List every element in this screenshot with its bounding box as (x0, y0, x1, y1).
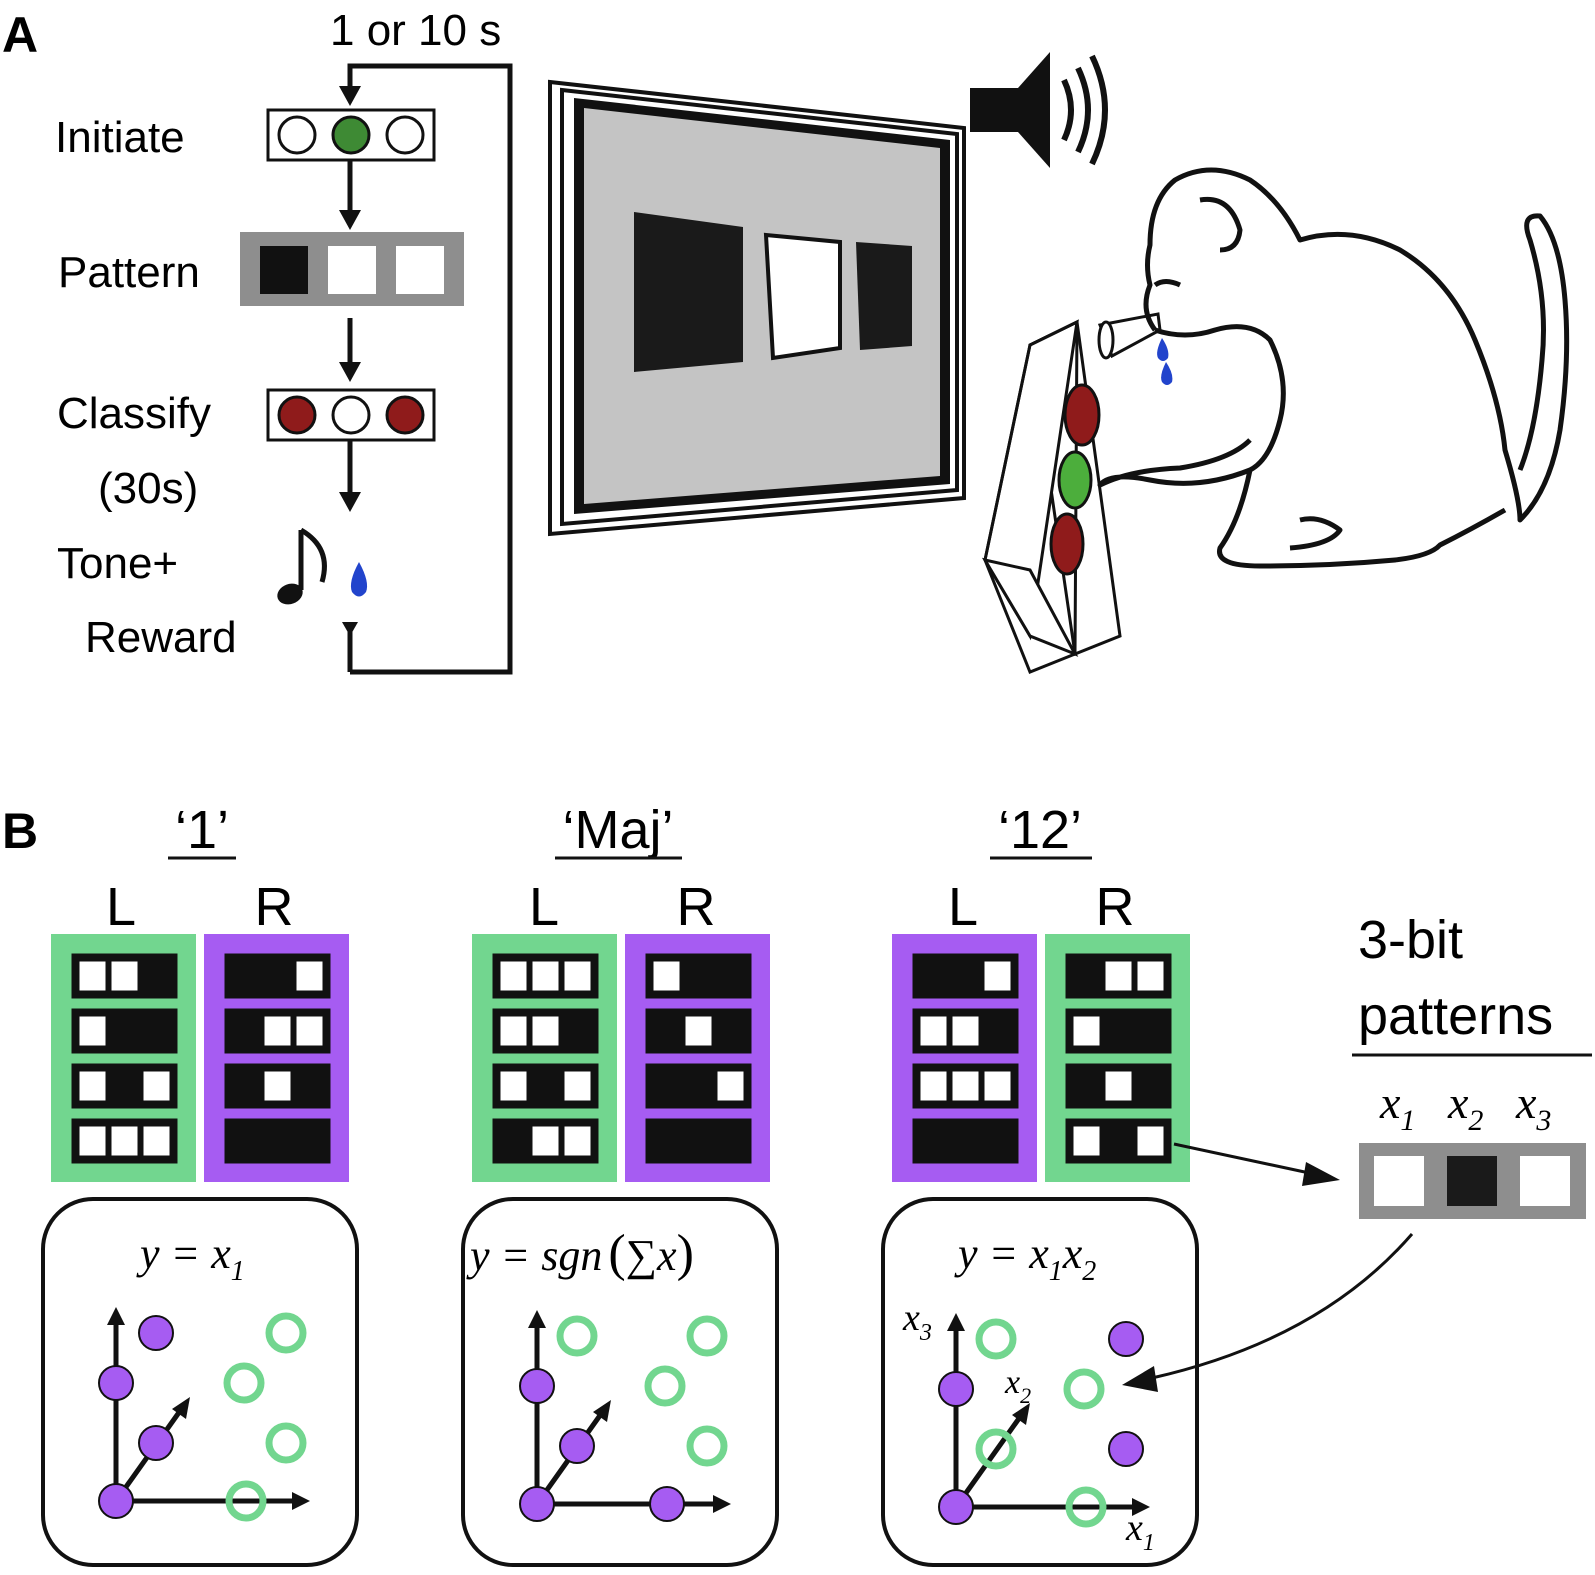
monitor (548, 79, 966, 537)
bit-pattern-legend: 3-bit patterns x1 x2 x3 (1352, 910, 1592, 1219)
task-maj-formula: y = sgn(∑x) (466, 1225, 694, 1282)
legend-var-x2: x2 (1447, 1077, 1483, 1137)
task-maj-plot-box (461, 1197, 779, 1567)
task-12-class-r-point (1063, 1368, 1105, 1410)
step-pattern: Pattern (58, 248, 200, 297)
task-1-formula: y = x1 (136, 1229, 245, 1287)
task-12-plot-box (881, 1197, 1199, 1567)
task-1-class-l-point (98, 1483, 134, 1519)
step-tone: Tone+ (57, 539, 178, 588)
task-maj-class-r-point (556, 1315, 598, 1357)
task-1-patterns-right (224, 953, 331, 1164)
initiate-buttons (266, 108, 436, 162)
legend-bit-1 (1374, 1156, 1424, 1206)
step-classify-time: (30s) (98, 464, 198, 513)
task-maj-r-label: R (677, 877, 716, 937)
task-maj-class-l-point (649, 1486, 685, 1522)
task-12-class-l-point (938, 1371, 974, 1407)
water-drop-icon (350, 562, 368, 597)
task-maj-class-l-point (519, 1368, 555, 1404)
legend-bit-3 (1520, 1156, 1570, 1206)
music-note-icon (277, 527, 327, 605)
task-maj-patterns-left (492, 953, 599, 1164)
task-12-class-l-point (1108, 1431, 1144, 1467)
legend-var-x1: x1 (1379, 1077, 1415, 1137)
legend-arrows (1122, 1142, 1414, 1392)
task-maj-title: ‘Maj’ (562, 800, 673, 860)
legend-title-line1: 3-bit (1358, 910, 1463, 970)
panel-b-label: B (2, 803, 38, 859)
task-maj-class-l-point (519, 1486, 555, 1522)
task-12-cube-plot (938, 1313, 1150, 1528)
axis-x3-label: x3 (902, 1297, 932, 1346)
task-1-class-r-point (265, 1312, 307, 1354)
step-reward: Reward (85, 613, 237, 662)
loop-arrowheads (339, 86, 361, 636)
task-1-class-l-point (138, 1425, 174, 1461)
task-1-class-r-point (265, 1422, 307, 1464)
step-classify: Classify (57, 389, 211, 438)
task-1-patterns-left (71, 953, 178, 1164)
task-maj-cube-plot (519, 1310, 731, 1522)
reward-spout (1097, 312, 1173, 385)
task-12: ‘12’ L R y = x1x2 (881, 800, 1199, 1567)
task-12-patterns-right (1065, 953, 1172, 1164)
legend-var-x3: x3 (1515, 1077, 1551, 1137)
task-maj-class-l-point (559, 1428, 595, 1464)
task-12-z-arrowhead (1012, 1403, 1030, 1425)
task-maj-class-r-point (686, 1425, 728, 1467)
task-12-class-r-point (975, 1428, 1017, 1470)
touch-panel (981, 319, 1122, 674)
pattern-display (240, 232, 464, 306)
task-12-patterns-left (912, 953, 1019, 1164)
task-1-class-r-point (223, 1362, 265, 1404)
task-1-cube-plot (98, 1307, 310, 1522)
task-1-title: ‘1’ (175, 800, 229, 860)
task-12-class-r-point (975, 1318, 1017, 1360)
task-12-class-r-point (1065, 1486, 1107, 1528)
loop-time-label: 1 or 10 s (330, 6, 501, 55)
legend-bit-2 (1447, 1156, 1497, 1206)
axis-x1-label: x1 (1125, 1507, 1155, 1556)
task-12-class-l-point (938, 1489, 974, 1525)
step-initiate: Initiate (55, 113, 185, 162)
task-maj-x-arrowhead (713, 1495, 731, 1513)
task-1-l-label: L (106, 877, 136, 937)
classify-buttons (266, 388, 436, 442)
task-12-axis-labels: x3 x2 x1 (902, 1297, 1155, 1556)
legend-title-line2: patterns (1358, 986, 1553, 1046)
task-1-r-label: R (255, 877, 294, 937)
axis-x2-label: x2 (1004, 1364, 1031, 1408)
task-maj: ‘Maj’ L R y = sgn(∑x) (461, 800, 779, 1567)
task-1-x-arrowhead (292, 1492, 310, 1510)
task-12-title: ‘12’ (998, 800, 1082, 860)
task-12-l-label: L (948, 877, 978, 937)
speaker-icon (970, 52, 1108, 168)
task-12-x-arrowhead (1132, 1498, 1150, 1516)
panel-a-label: A (2, 7, 38, 63)
task-maj-patterns-right (645, 953, 752, 1164)
task-12-class-l-point (1108, 1321, 1144, 1357)
task-1-class-l-point (98, 1365, 134, 1401)
task-maj-l-label: L (529, 877, 559, 937)
task-12-r-label: R (1096, 877, 1135, 937)
task-maj-z-arrowhead (593, 1400, 611, 1422)
task-12-formula: y = x1x2 (954, 1229, 1096, 1287)
task-12-y-arrowhead (947, 1313, 965, 1331)
task-maj-class-r-point (686, 1315, 728, 1357)
task-1-plot-box (41, 1197, 359, 1567)
monkey-figure (1097, 167, 1570, 569)
task-1-y-arrowhead (107, 1307, 125, 1325)
task-maj-class-r-point (644, 1365, 686, 1407)
task-1-z-arrowhead (172, 1397, 190, 1419)
task-maj-y-arrowhead (528, 1310, 546, 1328)
cube-plots (98, 1307, 1150, 1528)
task-1-class-r-point (225, 1480, 267, 1522)
task-1: ‘1’ L R y = x1 (41, 800, 359, 1567)
task-1-class-l-point (138, 1315, 174, 1351)
